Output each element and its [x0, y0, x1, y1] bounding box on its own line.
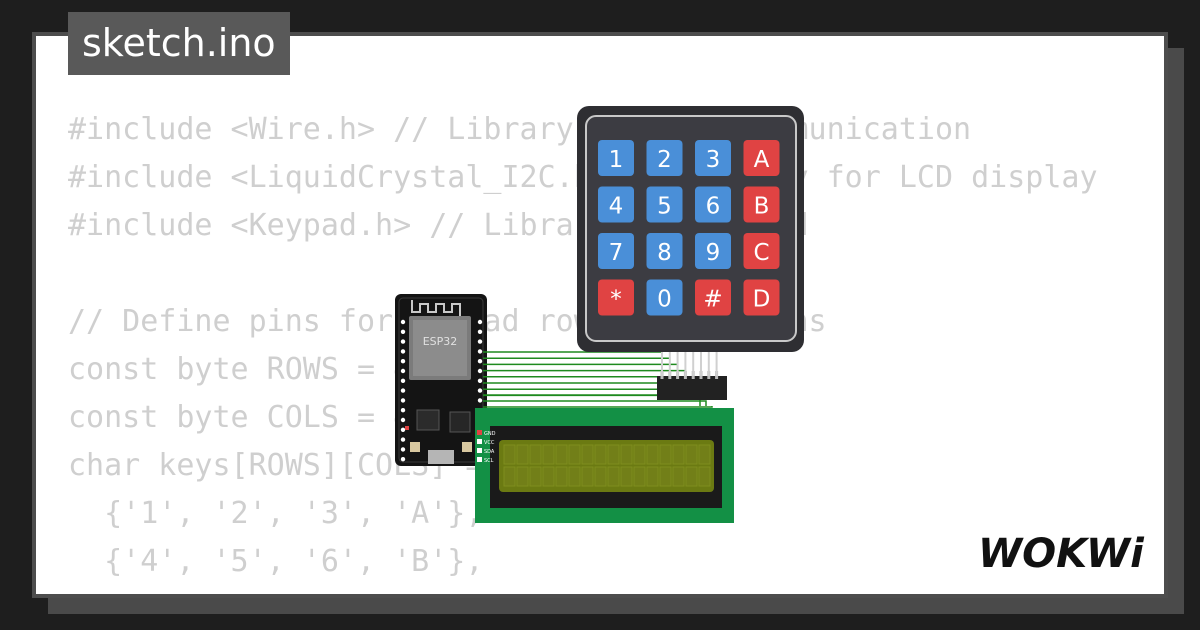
lcd-display[interactable]: GND VCC SDA SCL — [475, 408, 734, 523]
keypad-key[interactable]: * — [598, 279, 634, 316]
keypad-key[interactable]: C — [743, 233, 780, 269]
keypad-key[interactable]: D — [743, 279, 780, 316]
keypad-key-label: B — [754, 194, 770, 220]
keypad-key-label: # — [703, 287, 722, 313]
lcd-pin-label: SCL — [484, 458, 494, 464]
wokwi-logo[interactable]: WOKWi — [976, 525, 1156, 577]
keypad-key[interactable]: 8 — [646, 233, 683, 269]
wokwi-logo-text: WOKWi — [978, 531, 1145, 577]
keypad-key[interactable]: 9 — [695, 233, 731, 269]
keypad-key[interactable]: 4 — [598, 186, 634, 223]
lcd-pin-label: SDA — [484, 449, 495, 455]
membrane-keypad[interactable]: 1 2 3 A 4 5 6 B 7 8 9 C * 0 # D — [577, 106, 804, 400]
keypad-key-label: 5 — [657, 194, 672, 220]
code-line: {'7', '8', '9', 'C'}, — [68, 586, 1132, 594]
keypad-key-label: 9 — [706, 240, 721, 266]
keypad-key-label: 2 — [657, 147, 672, 173]
keypad-key-label: 3 — [706, 147, 721, 173]
keypad-key[interactable]: A — [743, 140, 780, 176]
keypad-key[interactable]: B — [743, 186, 780, 223]
code-line: {'4', '5', '6', 'B'}, — [68, 544, 484, 579]
keypad-key[interactable]: 3 — [695, 140, 731, 176]
keypad-key[interactable]: 5 — [646, 186, 683, 223]
lcd-pin-label: GND — [484, 431, 496, 437]
keypad-key[interactable]: 0 — [646, 279, 683, 316]
lcd-pin-label: VCC — [484, 440, 495, 446]
keypad-key[interactable]: 6 — [695, 186, 731, 223]
code-line: {'1', '2', '3', 'A'}, — [68, 496, 484, 531]
keypad-key[interactable]: 2 — [646, 140, 683, 176]
keypad-key-label: D — [753, 287, 771, 313]
keypad-key-label: 1 — [609, 147, 624, 173]
keypad-key-label: 8 — [657, 240, 672, 266]
keypad-key-label: 0 — [657, 287, 672, 313]
esp32-label: ESP32 — [423, 335, 458, 348]
sketch-file-tab[interactable]: sketch.ino — [68, 12, 290, 75]
keypad-key-label: * — [610, 287, 622, 313]
keypad-key[interactable]: # — [695, 279, 731, 316]
code-line: const byte COLS = 4; — [68, 400, 430, 435]
esp32-board[interactable]: ESP32 — [395, 294, 487, 466]
usb-port — [428, 450, 454, 464]
keypad-key[interactable]: 7 — [598, 233, 634, 269]
keypad-key-label: 4 — [609, 194, 624, 220]
en-button[interactable] — [462, 442, 472, 452]
keypad-key[interactable]: 1 — [598, 140, 634, 176]
antenna-trace — [411, 300, 461, 316]
boot-button[interactable] — [410, 442, 420, 452]
keypad-key-label: 6 — [706, 194, 721, 220]
keypad-key-label: C — [753, 240, 769, 266]
keypad-key-label: A — [754, 147, 770, 173]
keypad-key-label: 7 — [609, 240, 624, 266]
